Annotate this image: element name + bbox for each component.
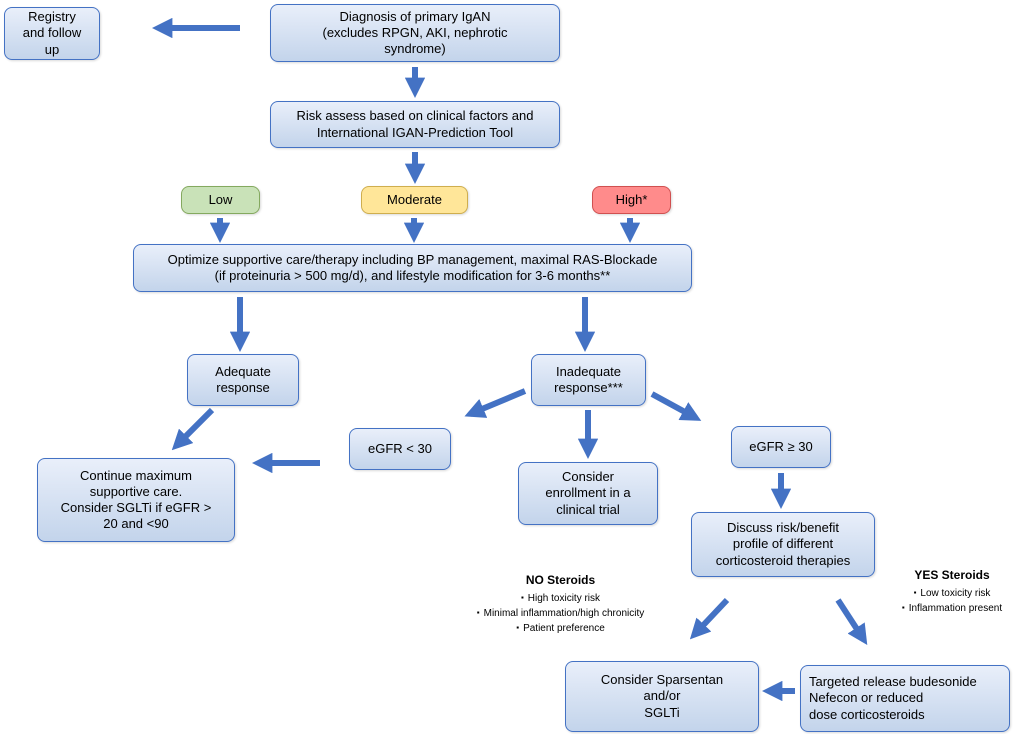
node-continue-supportive-care: Continue maximum supportive care. Consid…: [37, 458, 235, 542]
node-sparsentan-sglti-label: Consider Sparsentan and/or SGLTi: [600, 672, 724, 720]
bullet-icon: ▪: [516, 623, 520, 632]
yes-steroids-heading: YES Steroids: [914, 568, 990, 582]
yes-steroids-note: YES Steroids ▪Low toxicity risk ▪Inflamm…: [878, 568, 1024, 616]
node-continue-supportive-care-label: Continue maximum supportive care. Consid…: [60, 467, 212, 532]
yes-steroids-item-label: Low toxicity risk: [920, 588, 991, 599]
arrow-discuss-to-sparsentan: [689, 597, 730, 640]
node-egfr-lt-30: eGFR < 30: [349, 428, 451, 470]
node-optimize-supportive-care: Optimize supportive care/therapy includi…: [133, 244, 692, 292]
yes-steroids-item-label: Inflammation present: [908, 603, 1003, 614]
node-egfr-ge-30: eGFR ≥ 30: [731, 426, 831, 468]
node-risk-low-label: Low: [208, 191, 233, 207]
no-steroids-note: NO Steroids ▪High toxicity risk ▪Minimal…: [438, 573, 683, 636]
node-registry-label: Registry and follow up: [22, 9, 82, 57]
node-discuss-corticosteroid: Discuss risk/benefit profile of differen…: [691, 512, 875, 577]
yes-steroids-item: ▪Inflammation present: [878, 601, 1024, 616]
yes-steroids-item: ▪Low toxicity risk: [878, 586, 1024, 601]
node-risk-moderate-label: Moderate: [387, 191, 442, 207]
node-adequate-response-label: Adequate response: [215, 363, 271, 395]
node-registry: Registry and follow up: [4, 7, 100, 60]
no-steroids-item-label: Patient preference: [523, 623, 605, 634]
node-clinical-trial-label: Consider enrollment in a clinical trial: [545, 469, 631, 517]
node-risk-assessment: Risk assess based on clinical factors an…: [270, 101, 560, 148]
no-steroids-heading: NO Steroids: [525, 573, 596, 587]
node-targeted-budesonide-label: Targeted release budesonide Nefecon or r…: [809, 674, 977, 722]
node-adequate-response: Adequate response: [187, 354, 299, 406]
node-sparsentan-sglti: Consider Sparsentan and/or SGLTi: [565, 661, 759, 732]
bullet-icon: ▪: [520, 593, 524, 602]
bullet-icon: ▪: [913, 588, 917, 597]
node-diagnosis: Diagnosis of primary IgAN (excludes RPGN…: [270, 4, 560, 62]
node-risk-high-label: High*: [615, 191, 648, 207]
node-targeted-budesonide: Targeted release budesonide Nefecon or r…: [800, 665, 1010, 732]
arrow-discuss-to-targeted: [835, 598, 868, 646]
arrow-adequate-to-continue: [171, 407, 215, 451]
bullet-icon: ▪: [901, 603, 905, 612]
node-inadequate-response: Inadequate response***: [531, 354, 646, 406]
node-risk-low: Low: [181, 186, 260, 214]
node-clinical-trial: Consider enrollment in a clinical trial: [518, 462, 658, 525]
arrow-inadequate-to-egfr-lt30: [464, 388, 527, 418]
no-steroids-item: ▪High toxicity risk: [438, 591, 683, 606]
arrow-inadequate-to-egfr-ge30: [650, 391, 702, 421]
node-risk-moderate: Moderate: [361, 186, 468, 214]
node-egfr-ge-30-label: eGFR ≥ 30: [749, 438, 813, 454]
node-discuss-corticosteroid-label: Discuss risk/benefit profile of differen…: [715, 520, 851, 568]
node-diagnosis-label: Diagnosis of primary IgAN (excludes RPGN…: [322, 8, 508, 57]
node-egfr-lt-30-label: eGFR < 30: [368, 440, 432, 456]
bullet-icon: ▪: [476, 608, 480, 617]
no-steroids-item-label: High toxicity risk: [527, 593, 601, 604]
no-steroids-item: ▪Minimal inflammation/high chronicity: [438, 606, 683, 621]
node-risk-assessment-label: Risk assess based on clinical factors an…: [296, 108, 534, 140]
node-risk-high: High*: [592, 186, 671, 214]
no-steroids-item-label: Minimal inflammation/high chronicity: [483, 608, 645, 619]
node-inadequate-response-label: Inadequate response***: [554, 363, 623, 395]
node-optimize-supportive-care-label: Optimize supportive care/therapy includi…: [167, 251, 658, 283]
no-steroids-item: ▪Patient preference: [438, 621, 683, 636]
